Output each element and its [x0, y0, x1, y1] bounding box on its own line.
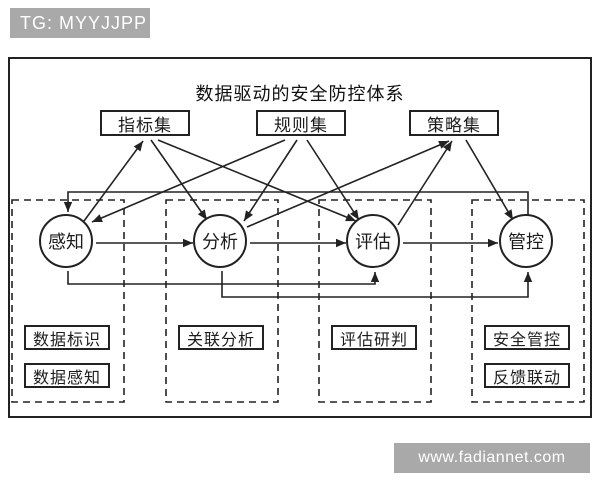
correlation-analysis-box: 关联分析	[178, 325, 264, 350]
evaluation-stage-circle: 评估	[346, 214, 400, 268]
analysis-stage-circle: 分析	[193, 214, 247, 268]
rule-set-box: 规则集	[256, 110, 346, 136]
evaluation-judgment-box: 评估研判	[331, 325, 417, 350]
feedback-linkage-box: 反馈联动	[484, 363, 570, 388]
diagram-title: 数据驱动的安全防控体系	[195, 84, 405, 104]
tg-watermark-badge: TG: MYYJJPP	[10, 8, 150, 38]
control-stage-circle: 管控	[499, 214, 553, 268]
diagram-frame	[8, 57, 592, 418]
security-control-box: 安全管控	[484, 325, 570, 350]
data-perception-box: 数据感知	[24, 363, 110, 388]
data-identification-box: 数据标识	[24, 325, 110, 350]
indicator-set-box: 指标集	[100, 110, 190, 136]
strategy-set-box: 策略集	[409, 110, 499, 136]
site-watermark: www.fadiannet.com	[394, 443, 590, 473]
perception-stage-circle: 感知	[39, 214, 93, 268]
